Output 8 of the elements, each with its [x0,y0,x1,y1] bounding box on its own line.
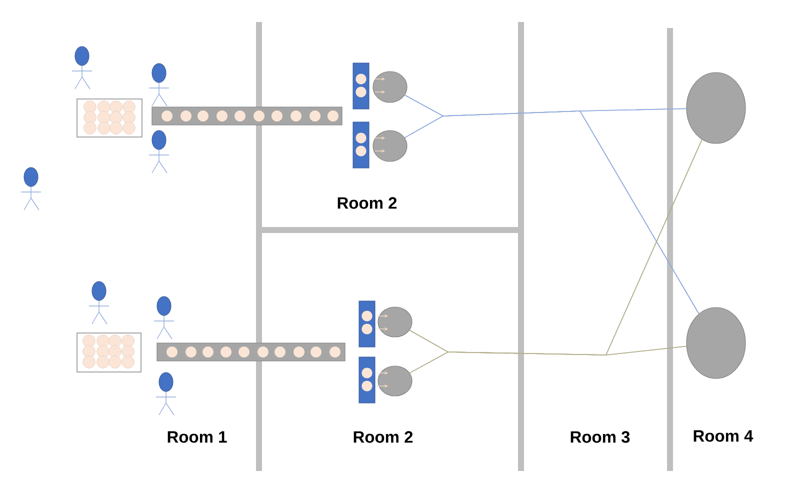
room-label: Room 1 [168,431,227,443]
circle [372,71,408,103]
circle [378,306,412,338]
circle [686,72,746,144]
circle [372,130,408,162]
room-label: Room 3 [570,431,630,443]
circle [686,307,746,379]
circle [378,366,412,396]
